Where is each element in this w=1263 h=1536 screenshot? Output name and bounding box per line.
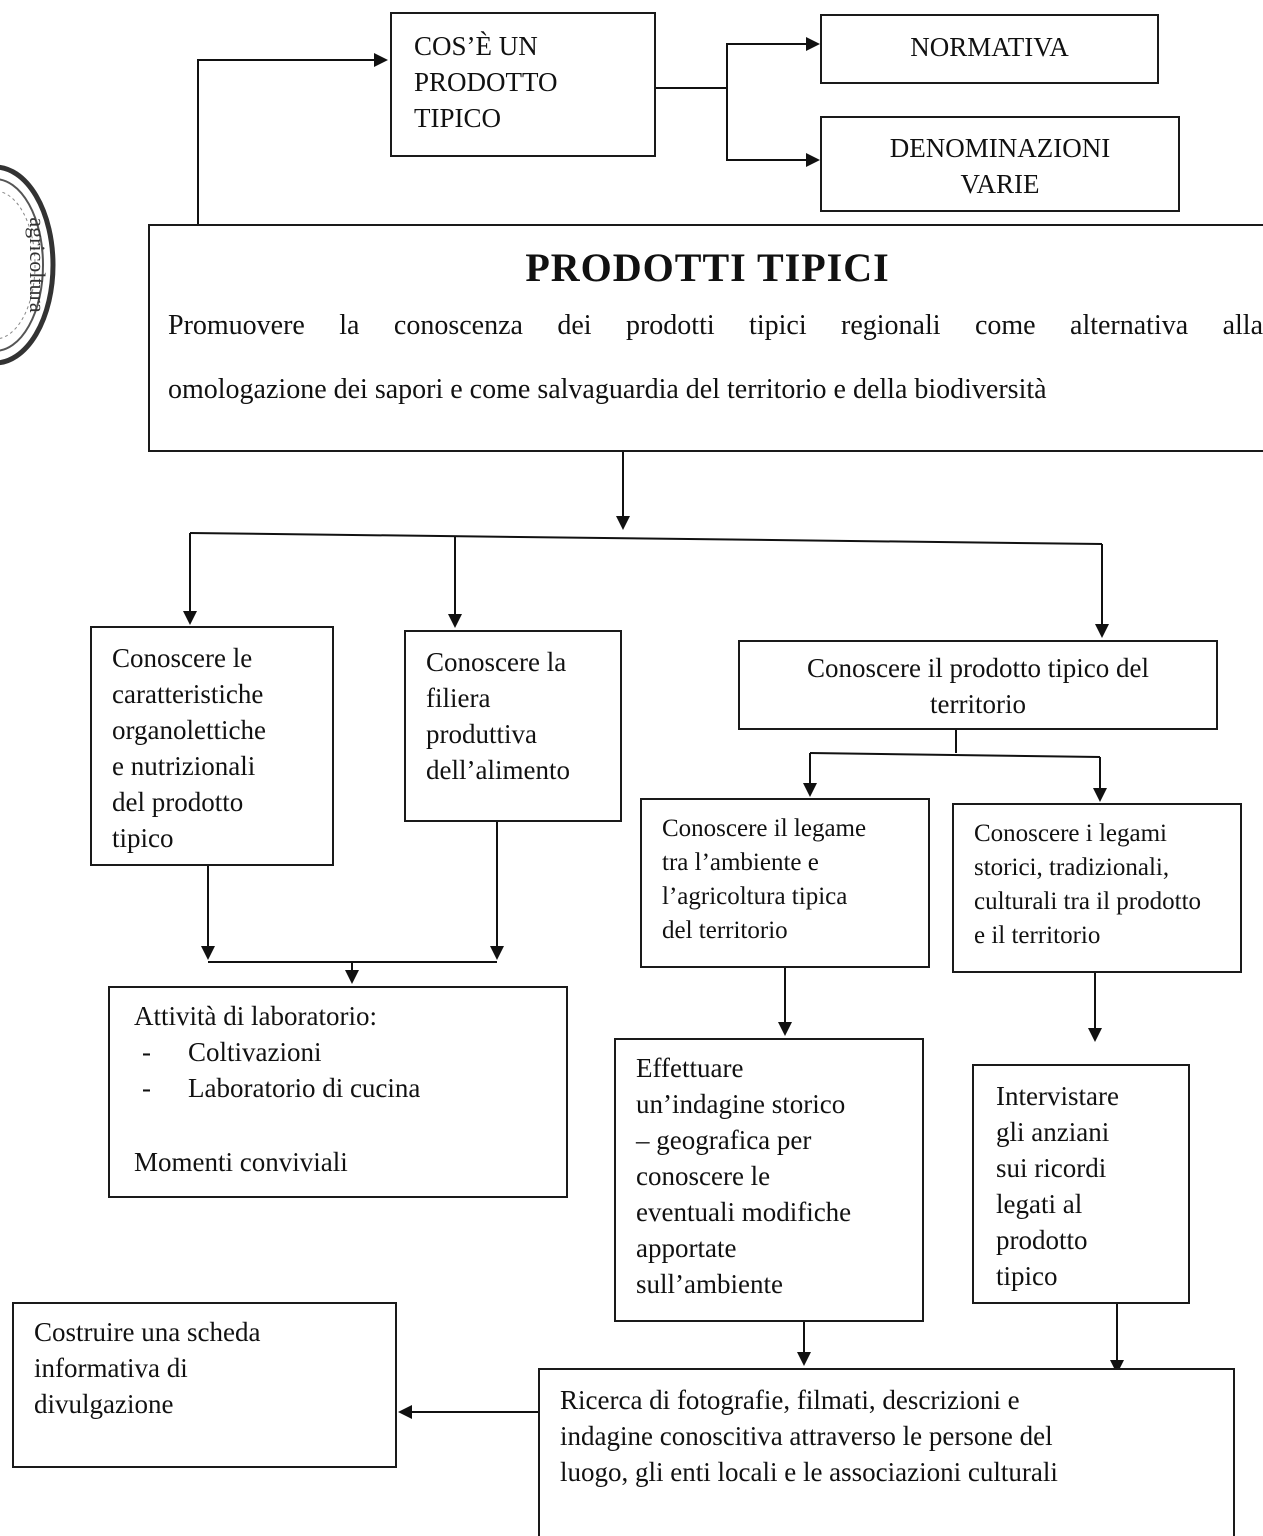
box-legami-storici: Conoscere i legami storici, tradizionali… [952, 803, 1242, 973]
svg-text:agricoltura: agricoltura [25, 217, 50, 313]
box-denominazioni: DENOMINAZIONI VARIE [820, 116, 1180, 212]
box-organolettiche-text: Conoscere le caratteristiche organoletti… [112, 643, 266, 853]
lab-item: Laboratorio di cucina [188, 1073, 421, 1103]
box-ricerca-text: Ricerca di fotografie, filmati, descrizi… [560, 1385, 1058, 1487]
lab-item: Coltivazioni [188, 1037, 322, 1067]
box-what-is-text: COS’È UN PRODOTTO TIPICO [414, 31, 558, 133]
main-description-line-2: omologazione dei sapori e come salvaguar… [168, 374, 1047, 405]
main-description-line-1: Promuovere la conoscenza dei prodotti ti… [168, 310, 1263, 341]
lab-heading: Attività di laboratorio: [134, 1001, 377, 1031]
lab-item-bullet: - [142, 1037, 151, 1067]
box-main: PRODOTTI TIPICI Promuovere la conoscenza… [148, 224, 1263, 452]
connector-main-to-what [197, 53, 388, 224]
box-denominazioni-text: DENOMINAZIONI VARIE [889, 133, 1111, 199]
connector-to-denominazioni [726, 88, 820, 167]
box-filiera: Conoscere la filiera produttiva dell’ali… [404, 630, 622, 822]
box-what-is: COS’È UN PRODOTTO TIPICO [390, 12, 656, 157]
box-legame-ambiente: Conoscere il legame tra l’ambiente e l’a… [640, 798, 930, 968]
box-laboratorio: Attività di laboratorio: - Coltivazioni … [108, 986, 568, 1198]
box-ricerca: Ricerca di fotografie, filmati, descrizi… [538, 1368, 1235, 1536]
box-legami-storici-text: Conoscere i legami storici, tradizionali… [974, 820, 1202, 949]
box-organolettiche: Conoscere le caratteristiche organoletti… [90, 626, 334, 866]
box-intervistare: Intervistare gli anziani sui ricordi leg… [972, 1064, 1190, 1304]
box-indagine-text: Effettuare un’indagine storico – geograf… [636, 1053, 852, 1299]
lab-item-bullet: - [142, 1073, 151, 1103]
lab-footer: Momenti conviviali [134, 1147, 348, 1177]
box-territorio: Conoscere il prodotto tipico del territo… [738, 640, 1218, 730]
box-filiera-text: Conoscere la filiera produttiva dell’ali… [426, 647, 570, 785]
box-scheda-text: Costruire una scheda informativa di divu… [34, 1317, 261, 1419]
box-legame-ambiente-text: Conoscere il legame tra l’ambiente e l’a… [662, 815, 867, 944]
connector-to-normativa [726, 37, 820, 88]
box-indagine: Effettuare un’indagine storico – geograf… [614, 1038, 924, 1322]
box-scheda: Costruire una scheda informativa di divu… [12, 1302, 397, 1468]
box-territorio-text: Conoscere il prodotto tipico del territo… [807, 653, 1149, 719]
box-normativa-text: NORMATIVA [910, 32, 1069, 62]
main-title: PRODOTTI TIPICI [525, 245, 890, 290]
connector-branch-bar [189, 532, 1103, 545]
seal-stamp: agricoltura [0, 164, 56, 366]
connector-territorio-bar [809, 752, 1101, 758]
box-normativa: NORMATIVA [820, 14, 1159, 84]
box-intervistare-text: Intervistare gli anziani sui ricordi leg… [996, 1081, 1119, 1291]
